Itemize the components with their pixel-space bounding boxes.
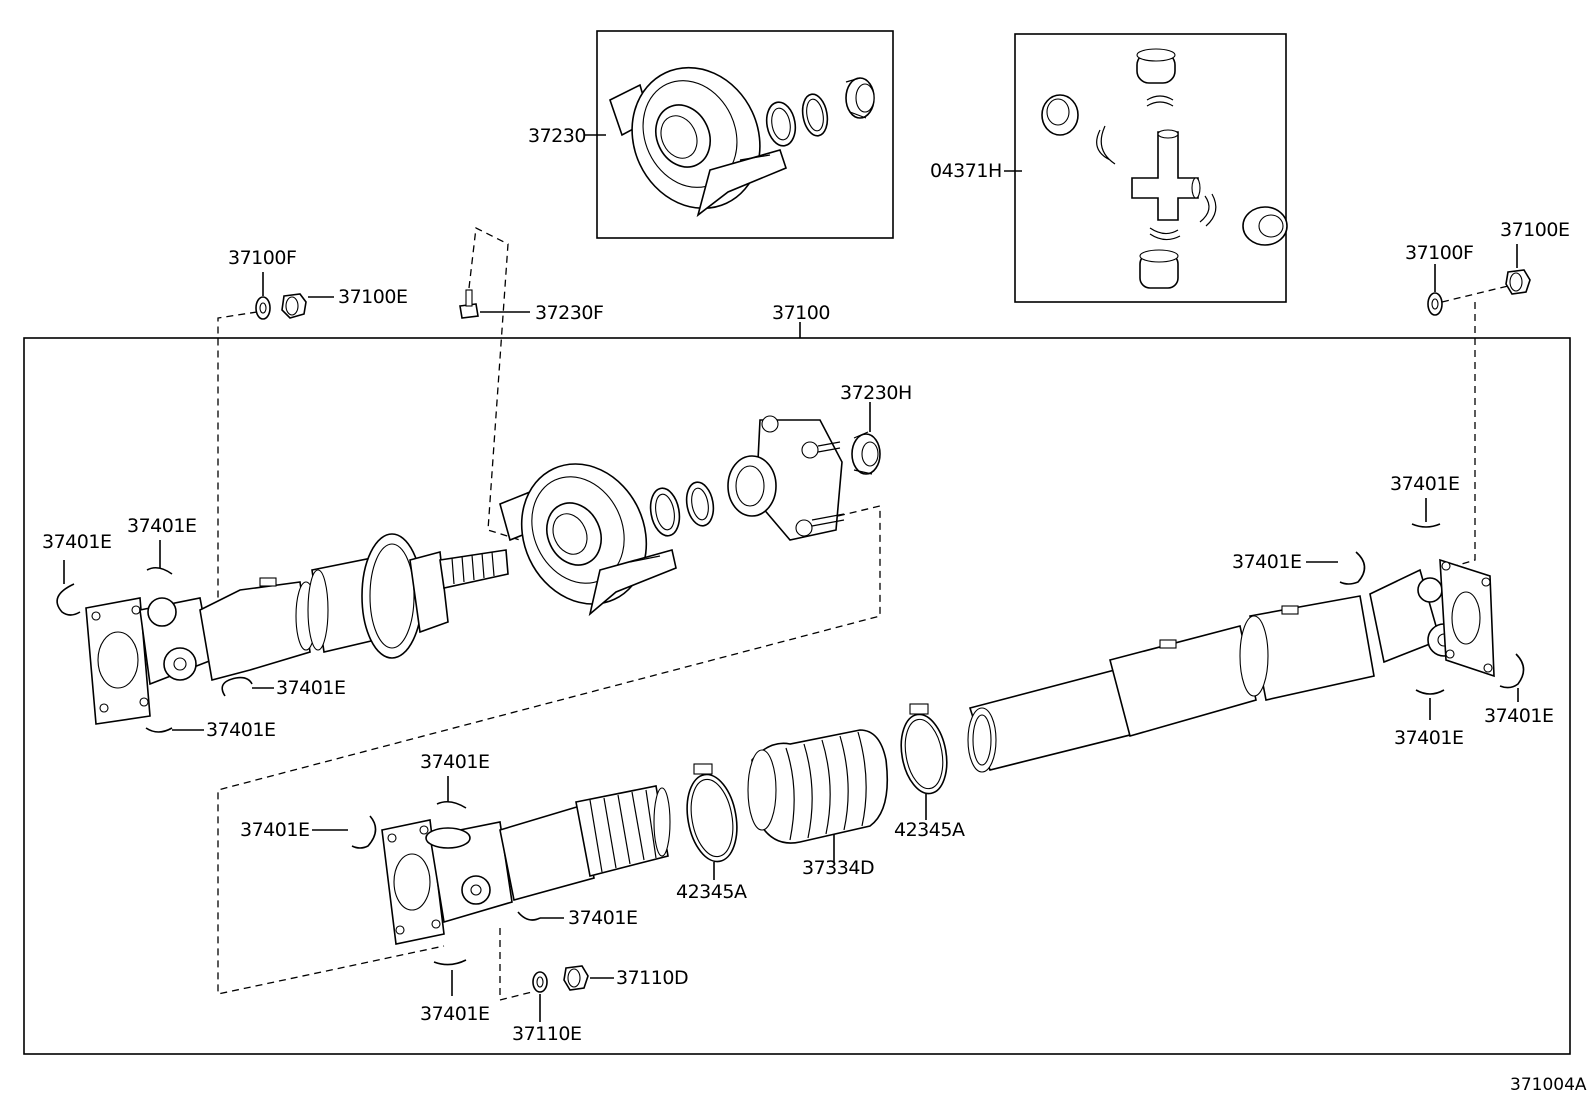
rear-shaft-tube-drawing (967, 595, 1375, 773)
label-37110D: 37110D (616, 967, 688, 989)
clamp-42345A-left-drawing (686, 763, 738, 863)
label-37334D: 37334D (802, 857, 874, 879)
label-37401E-front-top: 37401E (127, 515, 196, 537)
label-37100: 37100 (772, 302, 830, 324)
label-37230H: 37230H (840, 382, 912, 404)
center-bearing-in-assembly-drawing (499, 463, 715, 617)
clamp-42345A-right-drawing (900, 703, 948, 795)
label-37110E: 37110E (512, 1023, 581, 1045)
label-37401E-rear-inner: 37401E (1232, 551, 1301, 573)
bolt-37230F-drawing (459, 289, 479, 319)
front-yoke-flange-drawing (85, 597, 213, 725)
label-37401E-slip-bottom: 37401E (420, 1003, 489, 1025)
snap-rings-drawing (56, 523, 1525, 966)
spider-kit-inset-frame (1014, 33, 1287, 303)
front-shaft-tube-drawing (199, 533, 509, 681)
label-37401E-front-outer: 37401E (42, 531, 111, 553)
label-37401E-slip-side: 37401E (568, 907, 637, 929)
nut-37110D-drawing (563, 965, 589, 991)
nut-37100E-right-drawing (1505, 269, 1531, 295)
label-37401E-rear-bottom: 37401E (1394, 727, 1463, 749)
companion-flange-drawing (727, 415, 845, 541)
label-37100F-right: 37100F (1405, 242, 1473, 264)
label-37230: 37230 (528, 125, 586, 147)
nut-37100E-left-drawing (281, 293, 307, 319)
washer-37100F-left-drawing (255, 296, 271, 320)
universal-joint-spider-kit-drawing (1041, 48, 1288, 289)
washer-37110E-drawing (532, 971, 548, 993)
washer-37100F-right-drawing (1427, 292, 1443, 316)
label-42345A-left: 42345A (676, 881, 747, 903)
label-37401E-rear-top: 37401E (1390, 473, 1459, 495)
label-37100F-left: 37100F (228, 247, 296, 269)
label-37100E-left: 37100E (338, 286, 407, 308)
label-37401E-front-bottom: 37401E (206, 719, 275, 741)
boot-37334D-drawing (747, 729, 889, 844)
label-04371H: 04371H (930, 160, 1002, 182)
label-37401E-slip-top: 37401E (420, 751, 489, 773)
rear-yoke-flange-drawing (1369, 558, 1495, 678)
slip-yoke-drawing (381, 785, 671, 945)
label-42345A-right: 42345A (894, 819, 965, 841)
label-37401E-rear-outer: 37401E (1484, 705, 1553, 727)
label-37401E-front-side: 37401E (276, 677, 345, 699)
center-bearing-detail-drawing (609, 66, 875, 218)
label-37401E-slip-outer: 37401E (240, 819, 309, 841)
diagram-code: 371004A (1510, 1075, 1587, 1095)
label-37230F: 37230F (535, 302, 603, 324)
label-37100E-right: 37100E (1500, 219, 1569, 241)
nut-37230H-drawing (851, 431, 881, 475)
assembly-37100-frame (23, 337, 1571, 1055)
